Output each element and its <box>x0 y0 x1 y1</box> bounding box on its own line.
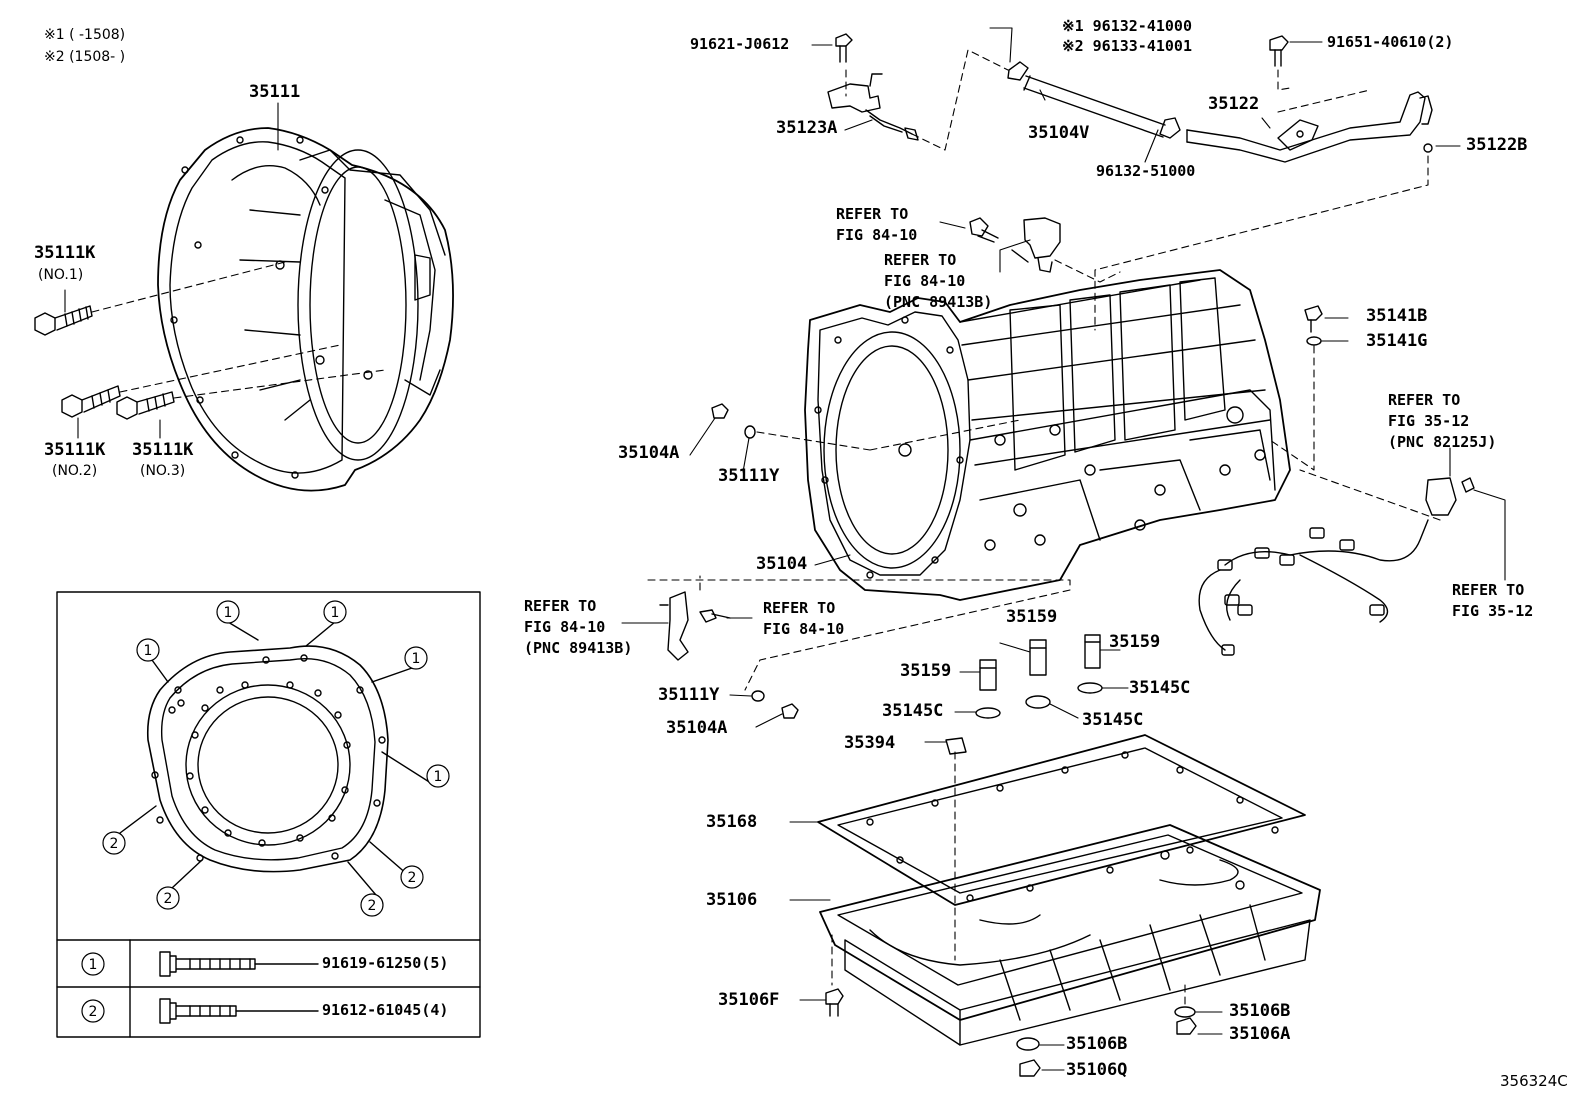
bolt-35111k-drawings <box>34 305 175 420</box>
callout-callout-mark_2: 2 <box>102 831 126 855</box>
part-label-91621: 91621-J0612 <box>690 35 790 53</box>
part-label-35106b-bottom: 35106B <box>1066 1034 1128 1054</box>
part-sub-no3: (NO.3) <box>140 463 186 479</box>
refer-note-left-sensor: REFER TO FIG 84-10 (PNC 89413B) <box>524 596 632 659</box>
refer-note-top-sensor: REFER TO FIG 84-10 (PNC 89413B) <box>884 250 992 313</box>
refer-line: FIG 35-12 <box>1388 412 1470 430</box>
part-label-35111k-no1: 35111K <box>34 243 96 263</box>
part-label-91651: 91651-40610(2) <box>1327 33 1454 51</box>
part-label-35145c-b: 35145C <box>1129 678 1191 698</box>
refer-note-left-bolt: REFER TO FIG 84-10 <box>763 598 844 640</box>
part-label-35106b-right: 35106B <box>1229 1001 1291 1021</box>
hose-assembly-drawing <box>827 33 1433 163</box>
legend-callout-circles: 1 1 1 1 1 2 2 2 2 1 2 <box>81 600 450 1023</box>
figure-code: 356324C <box>1500 1072 1568 1090</box>
refer-line: FIG 84-10 <box>836 226 918 244</box>
part-label-35106: 35106 <box>706 890 758 910</box>
part-label-35111k-no3: 35111K <box>132 440 194 460</box>
sensor-left-drawing <box>659 591 731 661</box>
callout-callout-mark_1: 1 <box>81 952 105 976</box>
oil-pan-drawing <box>819 824 1321 1046</box>
note-1: ※1 ( -1508) <box>44 27 126 43</box>
part-label-96132-51000: 96132-51000 <box>1096 162 1196 180</box>
part-sub-no2: (NO.2) <box>52 463 98 479</box>
svg-text:1: 1 <box>89 957 98 973</box>
part-label-35104a-top: 35104A <box>618 443 680 463</box>
refer-line: REFER TO <box>1452 581 1525 599</box>
drain-plugs-drawing <box>825 988 1197 1077</box>
part-label-35168: 35168 <box>706 812 758 832</box>
note-2: ※2 (1508- ) <box>44 49 126 65</box>
callout-callout-mark_2: 2 <box>360 893 384 917</box>
bell-housing-drawing <box>157 127 454 492</box>
part-label-35141b: 35141B <box>1366 306 1428 326</box>
refer-line: (PNC 82125J) <box>1388 433 1497 451</box>
refer-line: (PNC 89413B) <box>884 293 993 311</box>
callout-callout-mark_2: 2 <box>400 865 424 889</box>
part-sub-no1: (NO.1) <box>38 267 84 283</box>
refer-note-harness: REFER TO FIG 35-12 (PNC 82125J) <box>1388 390 1496 453</box>
part-label-35111y-bottom: 35111Y <box>658 685 720 705</box>
part-label-35145c-a: 35145C <box>882 701 944 721</box>
svg-text:1: 1 <box>412 651 421 667</box>
part-label-35123a: 35123A <box>776 118 838 138</box>
refer-line: FIG 84-10 <box>524 618 606 636</box>
part-label-35141g: 35141G <box>1366 331 1428 351</box>
svg-text:2: 2 <box>89 1004 98 1020</box>
svg-text:1: 1 <box>144 643 153 659</box>
part-label-35106f: 35106F <box>718 990 780 1010</box>
part-label-hose-clip-1: ※1 96132-41000 <box>1062 17 1192 35</box>
refer-line: REFER TO <box>884 251 957 269</box>
svg-text:1: 1 <box>224 605 233 621</box>
refer-line: FIG 84-10 <box>884 272 966 290</box>
refer-line: FIG 84-10 <box>763 620 845 638</box>
part-label-35394: 35394 <box>844 733 896 753</box>
part-label-35106q: 35106Q <box>1066 1060 1128 1080</box>
legend-row-1-part: 91619-61250(5) <box>322 954 449 972</box>
refer-note-harness-bolt: REFER TO FIG 35-12 <box>1452 580 1533 622</box>
refer-line: FIG 35-12 <box>1452 602 1534 620</box>
svg-text:2: 2 <box>164 891 173 907</box>
part-label-35159-c: 35159 <box>900 661 952 681</box>
transmission-case-drawing <box>804 269 1291 601</box>
part-label-35104a-bottom: 35104A <box>666 718 728 738</box>
callout-callout-mark_1: 1 <box>136 638 160 662</box>
callout-callout-mark_1: 1 <box>323 600 347 624</box>
plugs-drawing <box>711 305 1323 719</box>
refer-line: REFER TO <box>836 205 909 223</box>
refer-line: (PNC 89413B) <box>524 639 633 657</box>
part-label-35111: 35111 <box>249 82 301 102</box>
part-label-35159-a: 35159 <box>1006 607 1058 627</box>
svg-text:1: 1 <box>331 605 340 621</box>
part-label-35104v: 35104V <box>1028 123 1090 143</box>
part-label-35159-b: 35159 <box>1109 632 1161 652</box>
part-label-35122b: 35122B <box>1466 135 1528 155</box>
part-label-35145c-c: 35145C <box>1082 710 1144 730</box>
part-label-35111k-no2: 35111K <box>44 440 106 460</box>
callout-callout-mark_1: 1 <box>426 764 450 788</box>
svg-text:2: 2 <box>408 870 417 886</box>
svg-text:1: 1 <box>434 769 443 785</box>
refer-line: REFER TO <box>1388 391 1461 409</box>
svg-text:2: 2 <box>110 836 119 852</box>
gasket-legend-box <box>56 591 481 1038</box>
legend-row-2-part: 91612-61045(4) <box>322 1001 449 1019</box>
part-label-35122: 35122 <box>1208 94 1260 114</box>
callout-callout-mark_1: 1 <box>216 600 240 624</box>
pan-gasket-drawing <box>817 734 1306 906</box>
part-label-35104: 35104 <box>756 554 808 574</box>
refer-line: REFER TO <box>763 599 836 617</box>
refer-line: REFER TO <box>524 597 597 615</box>
part-label-35111y-top: 35111Y <box>718 466 780 486</box>
wire-harness-drawing <box>1198 477 1475 656</box>
part-label-35106a: 35106A <box>1229 1024 1291 1044</box>
callout-callout-mark_2: 2 <box>81 999 105 1023</box>
strainer-parts-drawing <box>945 634 1103 755</box>
svg-text:2: 2 <box>368 898 377 914</box>
callout-callout-mark_1: 1 <box>404 646 428 670</box>
callout-callout-mark_2: 2 <box>156 886 180 910</box>
refer-note-top-bolt: REFER TO FIG 84-10 <box>836 204 917 246</box>
part-label-hose-clip-2: ※2 96133-41001 <box>1062 37 1192 55</box>
